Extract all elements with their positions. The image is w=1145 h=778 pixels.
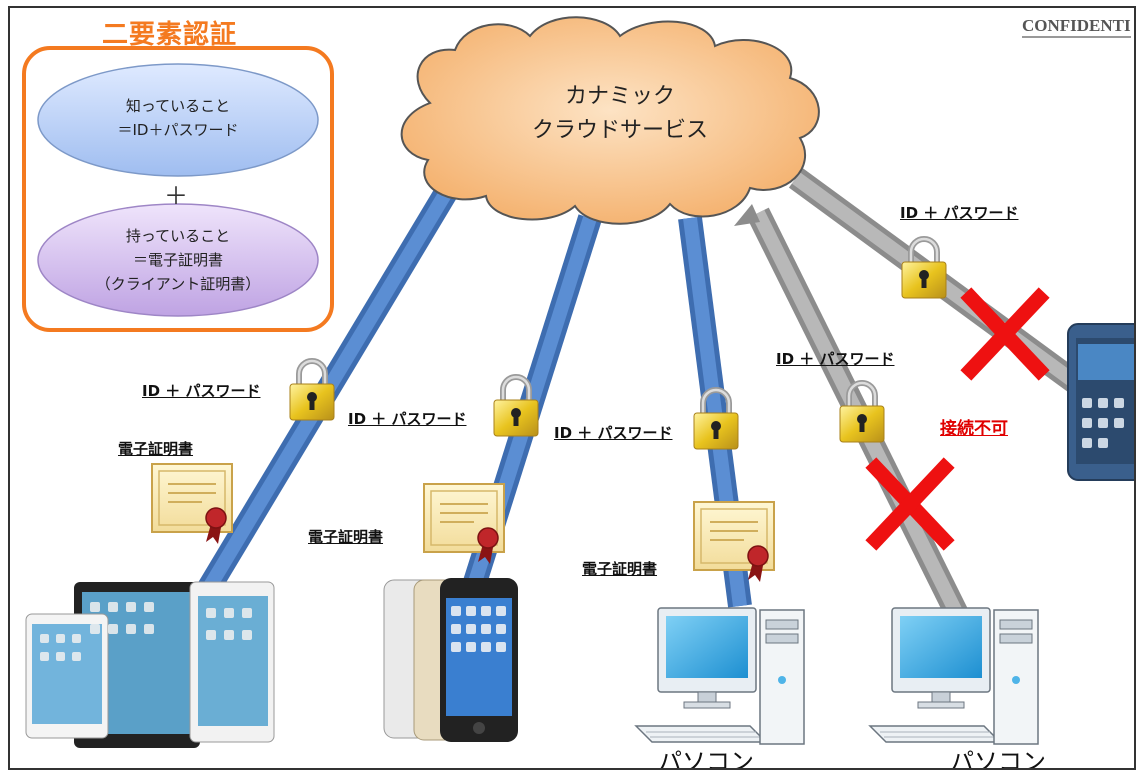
lock-icon bbox=[902, 239, 946, 298]
possession-factor-text: 持っていること ＝電子証明書 （クライアント証明書） bbox=[68, 224, 288, 296]
certificate-label: 電子証明書 bbox=[582, 560, 658, 578]
possession-line1: 持っていること bbox=[125, 227, 231, 245]
tablet-devices-icon bbox=[25, 581, 275, 748]
smartphone-devices-icon bbox=[383, 578, 518, 742]
lock-icon bbox=[494, 377, 538, 436]
id-password-label: ID ＋ パスワード bbox=[776, 350, 895, 368]
possession-line3: （クライアント証明書） bbox=[95, 275, 261, 293]
id-password-label: ID ＋ パスワード bbox=[142, 382, 261, 400]
pc-caption: パソコン bbox=[950, 748, 1046, 770]
android-phone-icon bbox=[1067, 323, 1134, 481]
lock-icon bbox=[840, 383, 884, 442]
knowledge-line1: 知っていること bbox=[125, 97, 231, 115]
knowledge-ellipse bbox=[37, 63, 319, 177]
diagram-graphics bbox=[22, 16, 1134, 748]
lock-icon bbox=[290, 361, 334, 420]
cloud-line1: カナミック bbox=[564, 84, 675, 109]
pc-icon bbox=[869, 607, 1039, 745]
no-connection-label: 接続不可 bbox=[940, 419, 1008, 439]
cloud-service-label: カナミック クラウドサービス bbox=[510, 80, 730, 148]
cloud-shape bbox=[400, 16, 820, 225]
two-factor-title: 二要素認証 bbox=[102, 20, 238, 50]
confidential-mark: CONFIDENTI bbox=[1022, 16, 1131, 38]
id-password-label: ID ＋ パスワード bbox=[348, 410, 467, 428]
possession-ellipse bbox=[37, 203, 319, 317]
knowledge-line2: ＝ID＋パスワード bbox=[117, 121, 239, 139]
id-password-label: ID ＋ パスワード bbox=[554, 424, 673, 442]
cloud-line2: クラウドサービス bbox=[531, 118, 708, 143]
id-password-label: ID ＋ パスワード bbox=[900, 204, 1019, 222]
pc-icon bbox=[635, 607, 805, 745]
certificate-icon bbox=[151, 463, 233, 545]
certificate-icon bbox=[693, 501, 775, 583]
slide-frame: 二要素認証 CONFIDENTI 知っていること ＝ID＋パスワード ＋ 持って… bbox=[8, 6, 1136, 770]
certificate-icon bbox=[423, 483, 505, 565]
plus-sign: ＋ bbox=[164, 182, 188, 210]
pc-caption: パソコン bbox=[658, 748, 754, 770]
possession-line2: ＝電子証明書 bbox=[132, 251, 223, 269]
certificate-label: 電子証明書 bbox=[308, 528, 384, 546]
certificate-label: 電子証明書 bbox=[118, 440, 194, 458]
knowledge-factor-text: 知っていること ＝ID＋パスワード bbox=[78, 94, 278, 142]
